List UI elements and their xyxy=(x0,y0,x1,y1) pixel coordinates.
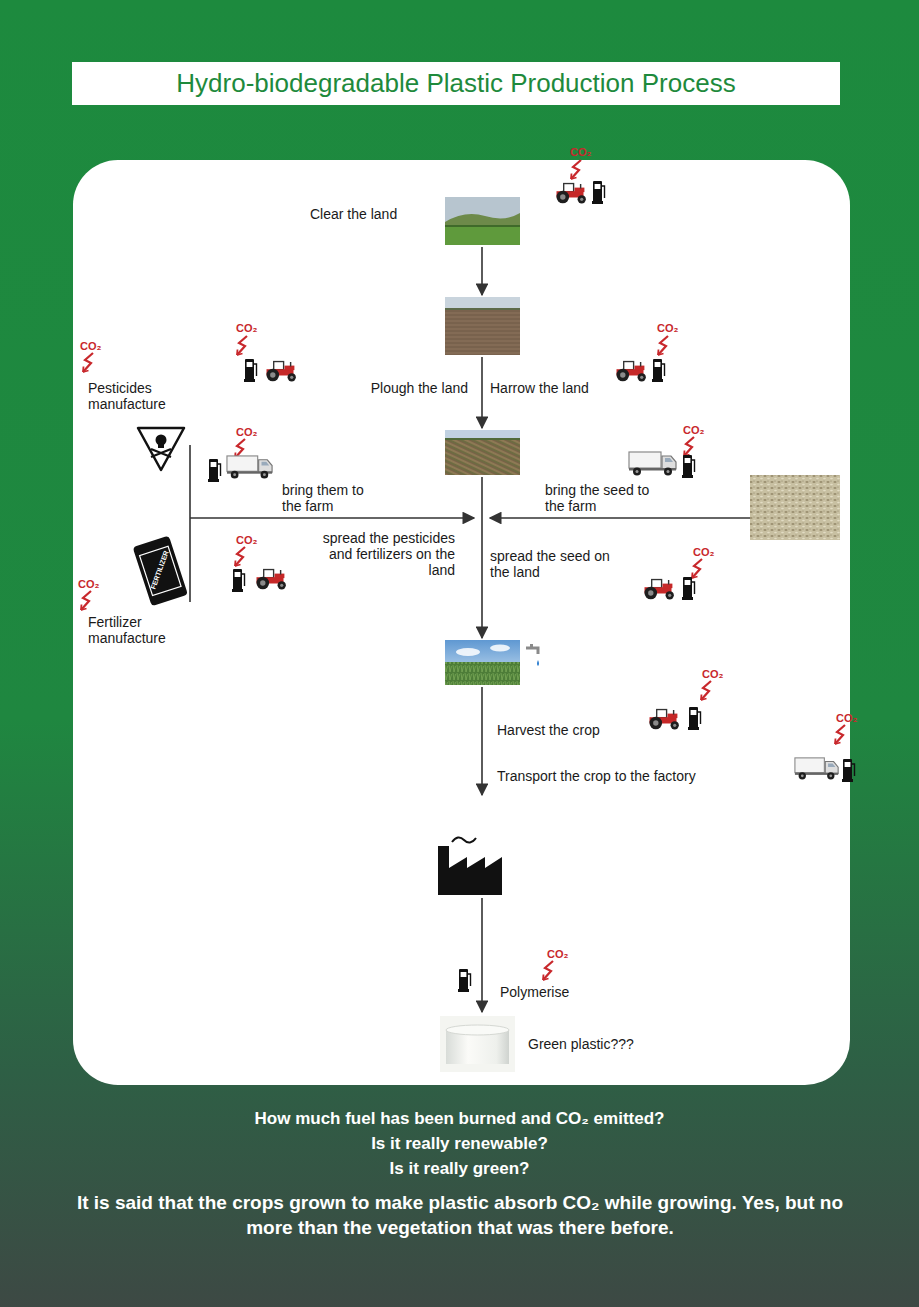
step-label: spread the pesticides and fertilizers on… xyxy=(305,530,455,578)
factory-symbol xyxy=(438,837,502,895)
emission-label: CO₂ xyxy=(236,534,257,546)
emission-label: CO₂ xyxy=(702,668,723,680)
emission-label: CO₂ xyxy=(236,426,257,438)
step-label: bring the seed to the farm xyxy=(545,482,650,514)
emission-label: CO₂ xyxy=(547,948,568,960)
photo-seeded xyxy=(445,430,520,475)
panel xyxy=(73,160,850,1085)
step-label: Transport the crop to the factory xyxy=(497,768,696,784)
flow-arrows xyxy=(190,247,750,1012)
product-label: Green plastic??? xyxy=(528,1036,634,1052)
plastic-roll xyxy=(440,1016,515,1072)
question: Is it really renewable? xyxy=(40,1133,879,1155)
emission-label: CO₂ xyxy=(657,322,678,334)
emission-label: CO₂ xyxy=(236,322,257,334)
photo-land xyxy=(445,197,520,245)
emission-label: CO₂ xyxy=(570,146,591,158)
pesticide-sign xyxy=(138,428,184,470)
photo-ploughed xyxy=(445,297,520,355)
water-tap xyxy=(526,644,539,666)
step-label: Clear the land xyxy=(310,206,397,222)
question: How much fuel has been burned and CO₂ em… xyxy=(40,1108,879,1130)
step-label: Plough the land xyxy=(328,380,468,396)
emission-label: CO₂ xyxy=(80,340,101,352)
title: Hydro-biodegradable Plastic Production P… xyxy=(72,66,840,100)
step-label: spread the seed on the land xyxy=(490,548,620,580)
emission-label: CO₂ xyxy=(683,424,704,436)
step-label: Polymerise xyxy=(500,984,569,1000)
emission-icons xyxy=(81,160,855,992)
fertilizer-bag xyxy=(133,536,188,607)
emission-label: CO₂ xyxy=(78,578,99,590)
source-label: Pesticides manufacture xyxy=(88,380,188,412)
photo-crop xyxy=(445,640,520,685)
step-label: Harvest the crop xyxy=(497,722,600,738)
step-label: Harrow the land xyxy=(490,380,589,396)
source-label: Fertilizer manufacture xyxy=(88,614,188,646)
emission-label: CO₂ xyxy=(693,546,714,558)
step-label: bring them to the farm xyxy=(282,482,370,514)
question: Is it really green? xyxy=(40,1158,879,1180)
photo-seed xyxy=(750,475,840,540)
emission-label: CO₂ xyxy=(836,712,857,724)
statement: It is said that the crops grown to make … xyxy=(60,1190,860,1240)
title-bar xyxy=(72,62,840,105)
